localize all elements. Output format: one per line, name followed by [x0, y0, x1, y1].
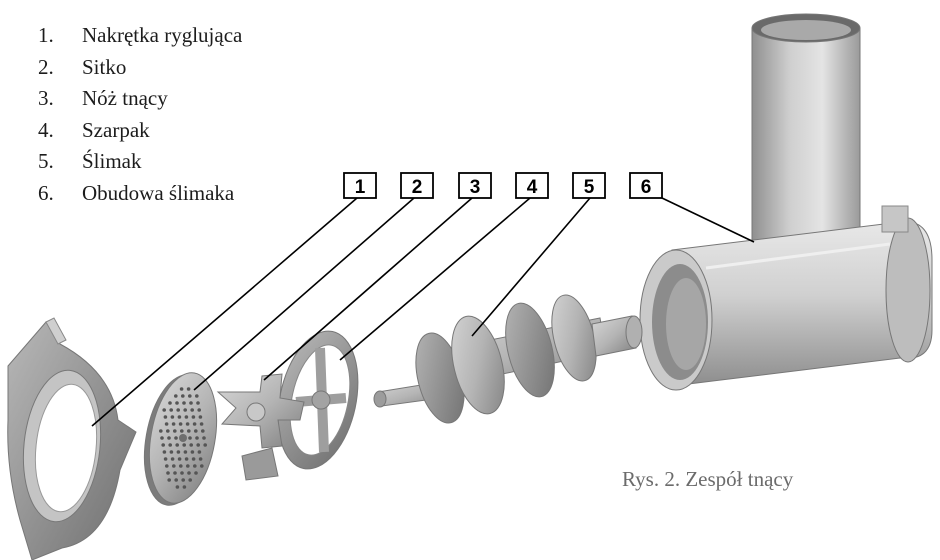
callout-label-4: 4 [527, 177, 538, 198]
callout-label-3: 3 [470, 177, 481, 198]
leader-1 [91, 197, 358, 427]
worm-screw [373, 294, 643, 424]
callout-box-1 [343, 172, 377, 199]
callout-box-6 [629, 172, 663, 199]
legend-item: 1. Nakrętka ryglująca [38, 20, 242, 52]
leader-2 [193, 197, 415, 391]
legend-label: Szarpak [82, 117, 150, 142]
callout-box-3 [458, 172, 492, 199]
legend-label: Ślimak [82, 149, 142, 173]
cross-knife [216, 373, 305, 481]
callout-label-5: 5 [584, 177, 595, 198]
legend-label: Nakrętka ryglująca [82, 23, 243, 47]
legend-number: 5. [38, 149, 54, 173]
plate-holes [159, 387, 207, 489]
legend-number: 4. [38, 117, 54, 142]
leader-5 [471, 197, 591, 337]
callout-box-2 [400, 172, 434, 199]
legend-number: 3. [38, 86, 54, 110]
callout-box-4 [515, 172, 549, 199]
leader-6 [661, 197, 755, 243]
leader-3 [263, 197, 473, 381]
legend-number: 6. [38, 180, 54, 205]
legend-label: Sitko [82, 54, 127, 79]
grinding-plate [143, 372, 218, 506]
legend-number: 1. [38, 23, 54, 47]
legend-item: 3. Nóż tnący [38, 83, 242, 115]
callout-boxes: 1 2 3 4 5 6 [343, 172, 663, 199]
leader-4 [339, 197, 531, 361]
callout-box-5 [572, 172, 606, 199]
housing [639, 13, 933, 391]
legend-label: Nóż tnący [82, 86, 168, 110]
parts-legend: 1. Nakrętka ryglująca 2. Sitko 3. Nóż tnący… [38, 20, 242, 209]
locking-nut [7, 317, 137, 560]
legend-item: 4. Szarpak [38, 115, 242, 147]
callout-label-6: 6 [641, 177, 652, 198]
legend-number: 2. [38, 54, 54, 79]
legend-label: Obudowa ślimaka [82, 180, 235, 205]
callout-label-1: 1 [355, 177, 366, 198]
legend-item: 6. Obudowa ślimaka [38, 178, 242, 210]
legend-item: 2. Sitko [38, 52, 242, 84]
figure-caption: Rys. 2. Zespół tnący [622, 467, 794, 491]
leader-lines [91, 197, 755, 427]
ring-cutter [277, 330, 359, 470]
legend-item: 5. Ślimak [38, 146, 242, 178]
callout-label-2: 2 [412, 177, 423, 198]
